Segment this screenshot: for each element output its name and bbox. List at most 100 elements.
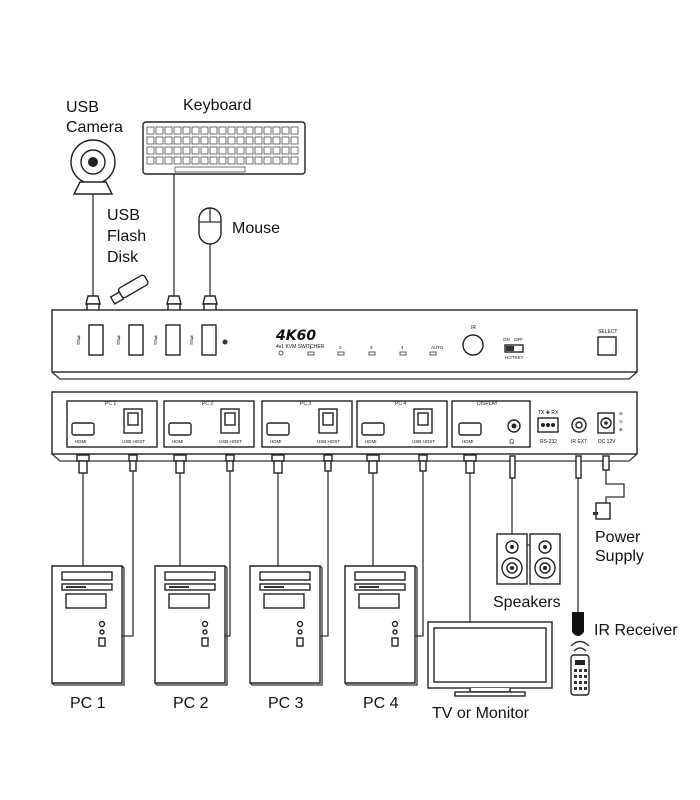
- pc-label-3: PC 3: [268, 695, 304, 712]
- hdmi-port-3: [266, 422, 290, 436]
- usb-host-label-4: USB HOST: [412, 439, 435, 444]
- hdmi-label-3: HDMI: [270, 439, 282, 444]
- display-title: DISPLAY: [477, 401, 498, 407]
- hotkey-off-label: OFF: [514, 337, 523, 342]
- hotkey-label: HOTKEY: [505, 355, 524, 360]
- dc-power-port: ⊖ ⊙ ⊕ DC 12V: [597, 411, 623, 445]
- kvm-rear-panel: PC 1 HDMI USB HOST PC 2 HDMI USB HOST PC 3 HDMI…: [51, 391, 638, 462]
- ir-ext-label: IR EXT: [571, 439, 587, 445]
- kvm-front-panel: SS⇌ SS⇌ SS⇌ SS⇌ 4K60 4x1 KVM SWITCHER 1 2…: [51, 309, 638, 380]
- ir-receiver-cable: [575, 455, 582, 612]
- rear-pc-group-3: PC 3 HDMI USB HOST: [261, 400, 353, 448]
- speakers-icon: [496, 533, 561, 585]
- pc-tower-3: [249, 565, 323, 686]
- remote-control-icon: [570, 640, 590, 696]
- usb-host-label-3: USB HOST: [317, 439, 340, 444]
- usb-camera-label-line1: USB: [66, 99, 99, 116]
- hdmi-port-4: [361, 422, 385, 436]
- ir-ext-port: IR EXT: [571, 417, 587, 445]
- rear-group-title-2: PC 2: [202, 401, 213, 407]
- display-hdmi-label: HDMI: [462, 439, 474, 444]
- tv-monitor-icon: [427, 621, 553, 697]
- usb-camera-icon: [70, 139, 116, 296]
- svg-text:SS⇌: SS⇌: [116, 335, 121, 345]
- hdmi-label-4: HDMI: [365, 439, 377, 444]
- usb-flash-disk-icon: [109, 274, 149, 305]
- power-supply-label-line2: Supply: [595, 548, 644, 565]
- rear-group-title-4: PC 4: [395, 401, 406, 407]
- power-cable: [602, 455, 625, 503]
- led-indicator-1: [307, 351, 315, 356]
- svg-text:SS⇌: SS⇌: [189, 335, 194, 345]
- hdmi-label-1: HDMI: [75, 439, 87, 444]
- mouse-icon: [198, 207, 222, 296]
- ir-receiver-label: IR Receiver: [594, 622, 678, 639]
- pc-label-1: PC 1: [70, 695, 106, 712]
- power-supply-icon: [593, 502, 611, 520]
- brand-logo: 4K60: [275, 328, 316, 344]
- flash-disk-label-line2: Flash: [107, 228, 146, 245]
- rear-pc-group-1: PC 1 HDMI USB HOST: [66, 400, 158, 448]
- switcher-subtitle: 4x1 KVM SWITCHER: [276, 344, 325, 350]
- pc-towers: PC 1 PC 2 PC 3 PC 4: [51, 565, 418, 712]
- select-button[interactable]: [597, 336, 617, 356]
- hdmi-port-1: [71, 422, 95, 436]
- keyboard-label: Keyboard: [183, 97, 252, 114]
- pc-cables: [76, 454, 428, 637]
- ir-label: IR: [471, 325, 476, 331]
- front-usb-port-3: SS⇌: [153, 324, 181, 356]
- mouse-label: Mouse: [232, 220, 280, 237]
- rear-group-title-1: PC 1: [105, 401, 116, 407]
- svg-text:⊕: ⊕: [619, 427, 623, 432]
- hdmi-port-2: [168, 422, 192, 436]
- svg-text:⊙: ⊙: [619, 419, 623, 424]
- led-indicator-4: [399, 351, 407, 356]
- led-label-3: 3: [370, 345, 373, 350]
- rs232-label: RS-232: [540, 439, 557, 445]
- svg-text:SS⇌: SS⇌: [76, 335, 81, 345]
- pc-label-4: PC 4: [363, 695, 399, 712]
- pc-tower-1: [51, 565, 125, 686]
- flash-disk-label-line1: USB: [107, 207, 140, 224]
- led-label-2: 2: [339, 345, 342, 350]
- power-supply-label-line1: Power: [595, 529, 641, 546]
- audio-cable: [509, 455, 516, 534]
- front-usb-port-4: SS⇌: [189, 324, 217, 356]
- hdmi-label-2: HDMI: [172, 439, 184, 444]
- rear-group-title-3: PC 3: [300, 401, 311, 407]
- power-led: [278, 350, 284, 356]
- rs232-port: TX ✚ RX RS-232: [537, 410, 559, 445]
- headphone-icon: 🎧: [509, 438, 515, 444]
- keyboard-icon: [142, 121, 306, 296]
- ir-sensor: [462, 334, 484, 356]
- led-indicator-2: [337, 351, 345, 356]
- speakers-label: Speakers: [493, 594, 561, 611]
- display-cable: [463, 454, 477, 622]
- hotkey-on-label: ON: [503, 337, 510, 342]
- mouse-port-icon: [222, 339, 228, 345]
- led-label-4: 4: [401, 345, 404, 350]
- front-usb-port-2: SS⇌: [116, 324, 144, 356]
- rs232-top-label: TX ✚ RX: [538, 410, 559, 416]
- dc-label: DC 12V: [598, 439, 616, 445]
- select-label: SELECT: [598, 329, 617, 335]
- svg-text:SS⇌: SS⇌: [153, 335, 158, 345]
- led-indicator-5: [429, 351, 437, 356]
- usb-camera-label-line2: Camera: [66, 119, 123, 136]
- pc-tower-4: [344, 565, 418, 686]
- svg-text:⊖: ⊖: [619, 411, 623, 416]
- display-port-group: DISPLAY HDMI 🎧: [451, 400, 531, 448]
- pc-tower-2: [154, 565, 228, 686]
- rear-pc-group-4: PC 4 HDMI USB HOST: [356, 400, 448, 448]
- led-label-1: 1: [309, 345, 312, 350]
- front-usb-port-1: SS⇌: [76, 324, 104, 356]
- rear-pc-group-2: PC 2 HDMI USB HOST: [163, 400, 255, 448]
- led-indicator-3: [368, 351, 376, 356]
- usb-host-label-1: USB HOST: [122, 439, 145, 444]
- tv-monitor-label: TV or Monitor: [432, 705, 530, 722]
- usb-host-label-2: USB HOST: [219, 439, 242, 444]
- ir-receiver-icon: [572, 612, 584, 636]
- pc-label-2: PC 2: [173, 695, 209, 712]
